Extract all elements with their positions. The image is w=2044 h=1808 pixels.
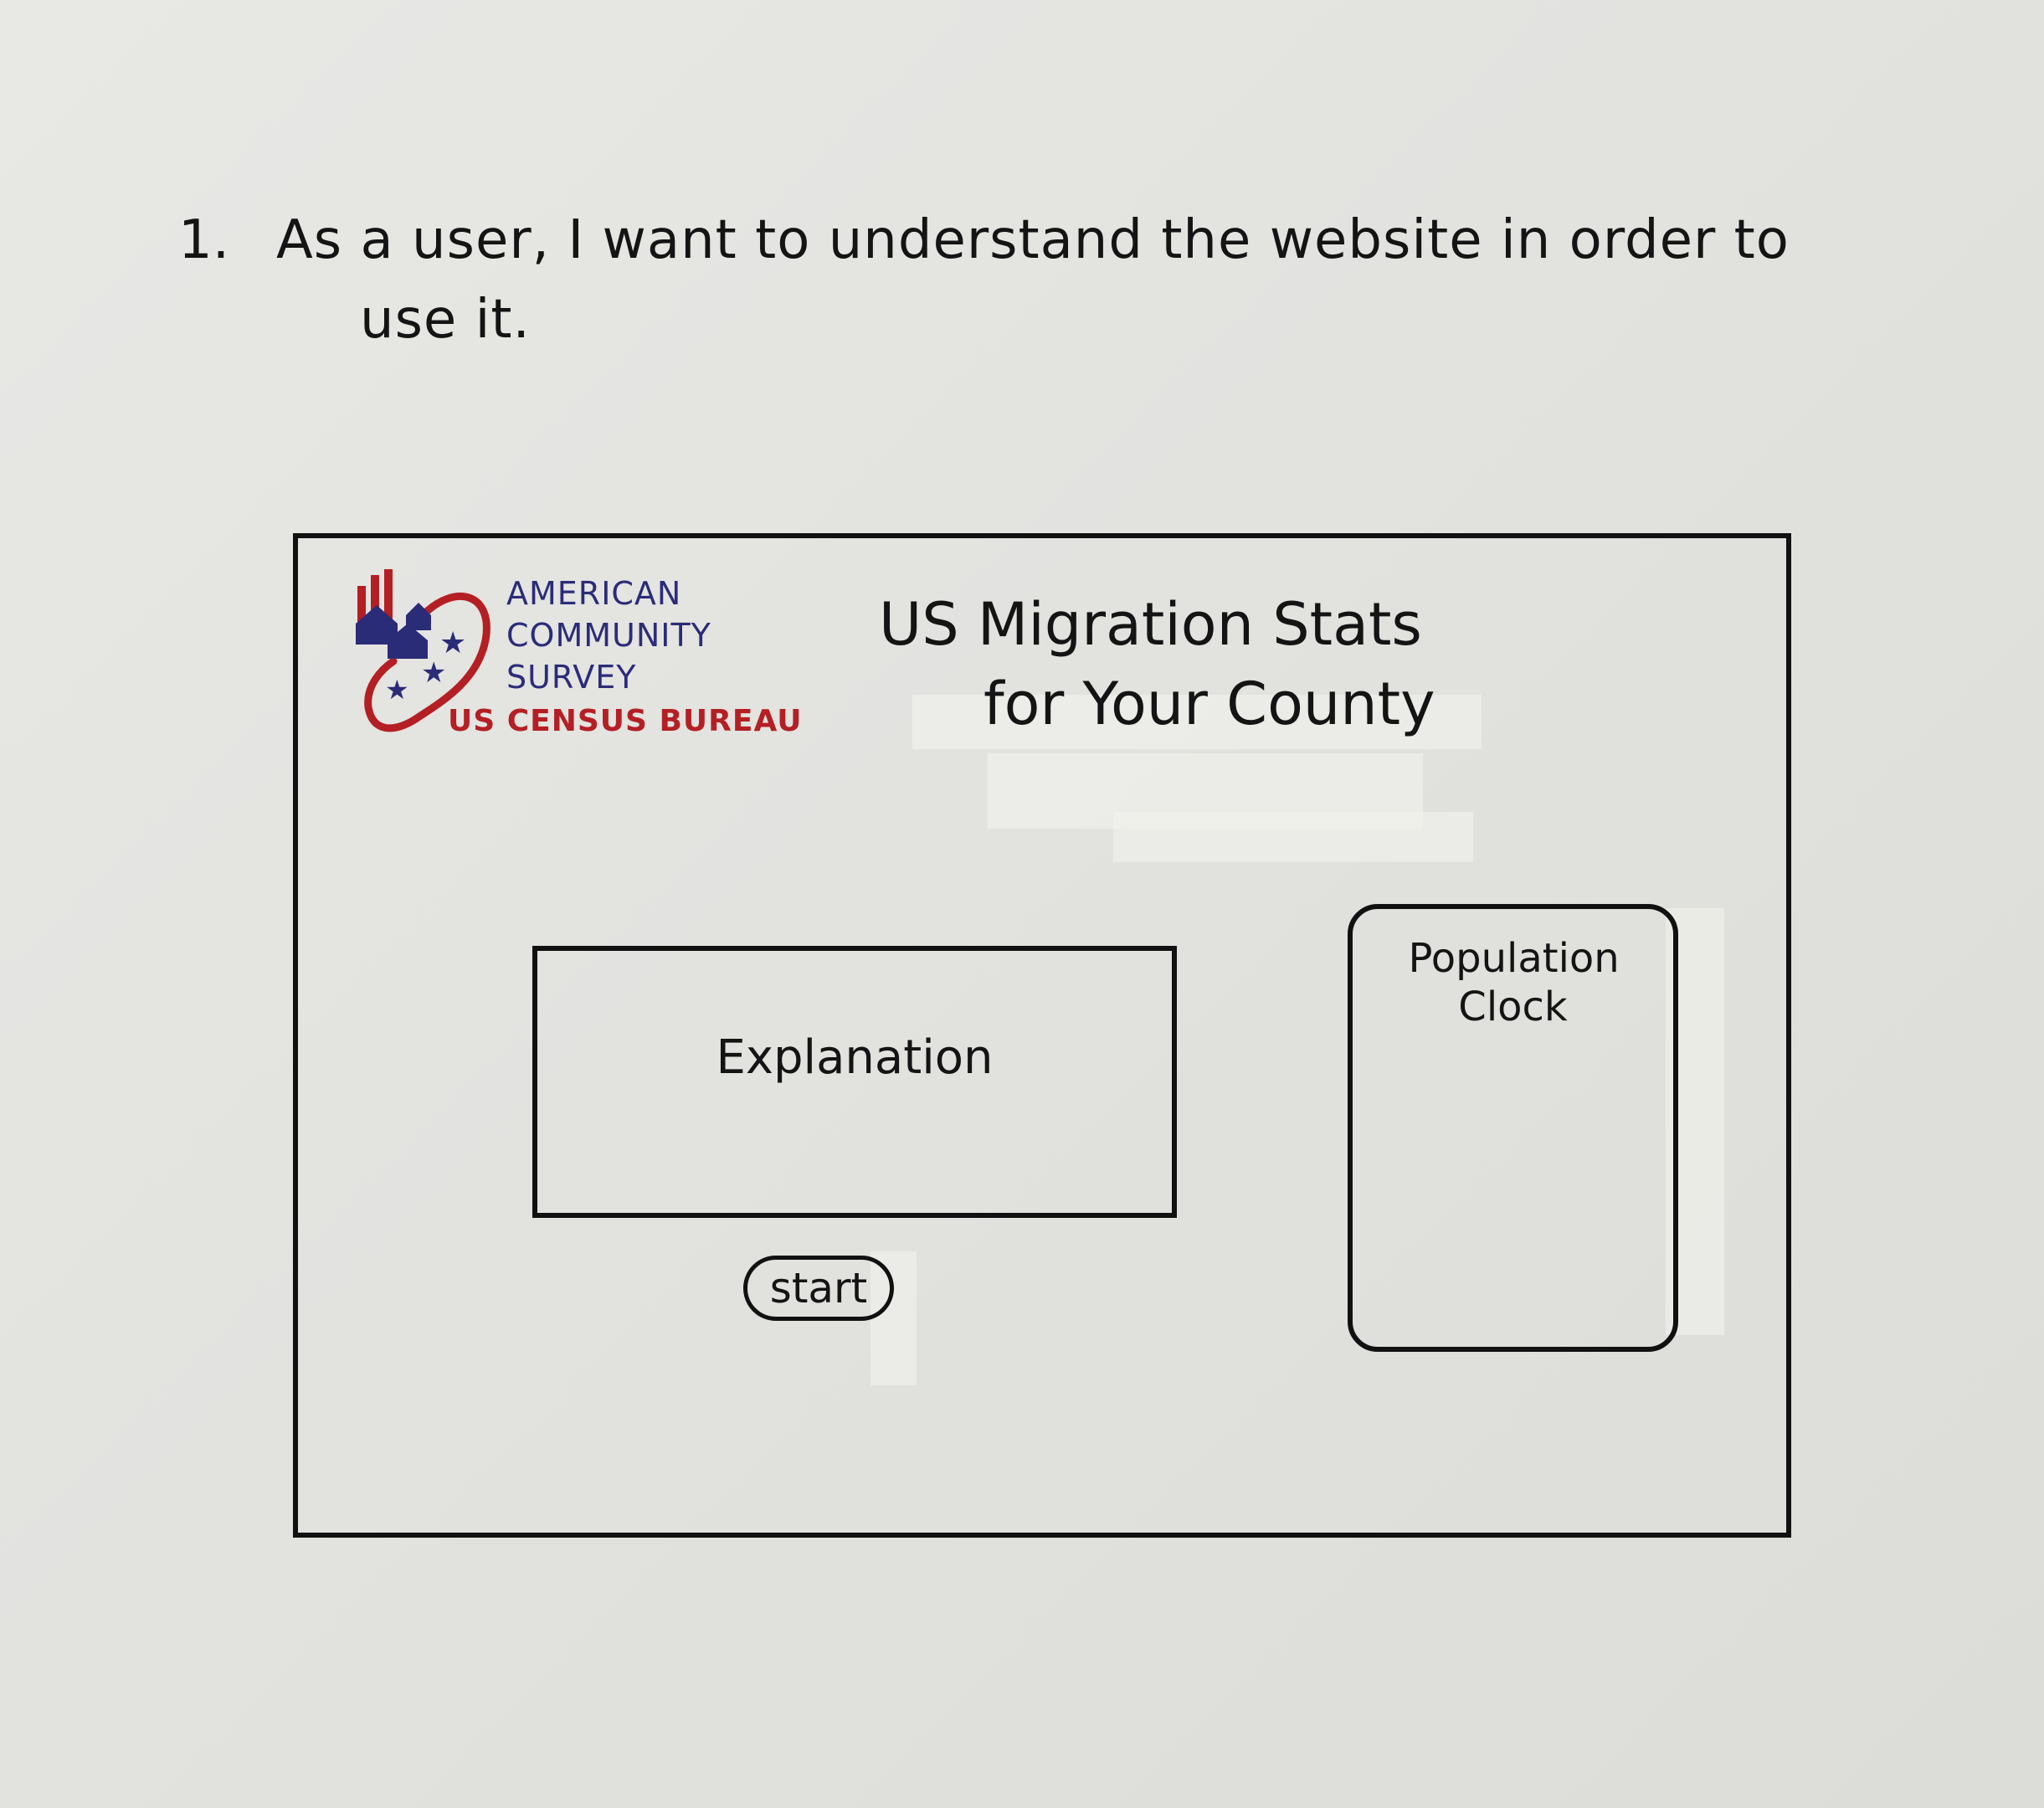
explanation-label: Explanation: [716, 1030, 994, 1085]
acs-logo[interactable]: ★ ★ ★ AMERICAN COMMUNITY SURVEY US CENSU…: [347, 565, 801, 758]
acs-logo-mark-icon: ★ ★ ★: [356, 569, 490, 732]
start-button-label: start: [769, 1264, 868, 1312]
logo-text-census-bureau: US CENSUS BUREAU: [448, 704, 803, 738]
explanation-panel: Explanation: [532, 946, 1177, 1218]
population-clock-panel: Population Clock: [1348, 904, 1678, 1352]
story-number: 1.: [178, 209, 230, 271]
logo-text-american: AMERICAN: [506, 575, 682, 612]
page-title-line-2: for Your County: [983, 670, 1435, 738]
wireframe-page-frame: [293, 533, 1791, 1538]
user-story-line-1: As a user, I want to understand the webs…: [276, 209, 1790, 271]
logo-text-survey: SURVEY: [506, 659, 637, 696]
user-story-line-2: use it.: [360, 289, 531, 351]
start-button[interactable]: start: [743, 1256, 894, 1321]
svg-text:★: ★: [421, 656, 446, 690]
svg-text:★: ★: [439, 626, 466, 660]
page-title-line-1: US Migration Stats: [879, 590, 1422, 659]
population-clock-label: Population Clock: [1408, 935, 1620, 1030]
tape-strip: [912, 695, 1482, 749]
tape-strip: [1113, 812, 1473, 862]
svg-text:★: ★: [385, 674, 409, 706]
logo-text-community: COMMUNITY: [506, 617, 711, 654]
